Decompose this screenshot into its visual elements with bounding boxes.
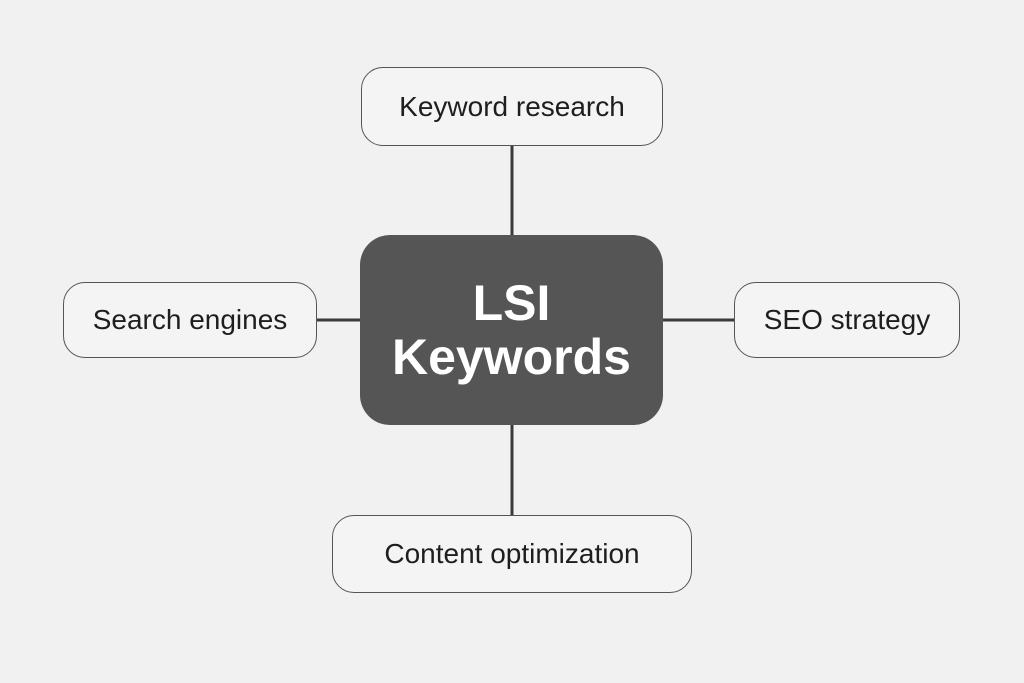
node-keyword-research: Keyword research (361, 67, 663, 146)
node-content-optimization-label: Content optimization (384, 538, 640, 569)
node-keyword-research-label: Keyword research (399, 90, 625, 122)
central-node-line-2: Keywords (392, 329, 631, 385)
node-seo-strategy-label: SEO strategy (763, 304, 931, 335)
central-node-line-1: LSI (472, 275, 551, 331)
central-node-title: LSI Keywords (392, 276, 631, 384)
node-content-optimization: Content optimization (332, 515, 692, 593)
central-node-lsi-keywords: LSI Keywords (360, 235, 663, 425)
node-search-engines: Search engines (63, 282, 317, 358)
node-seo-strategy: SEO strategy (734, 282, 960, 358)
node-search-engines-label: Search engines (92, 304, 288, 335)
